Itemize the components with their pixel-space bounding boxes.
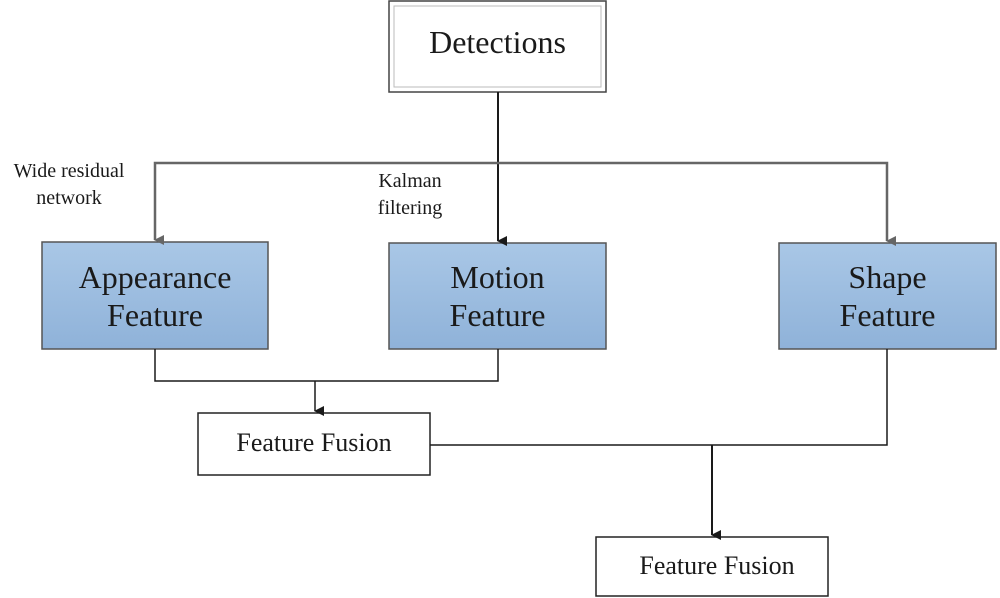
- motion-feature-box: [388, 242, 607, 350]
- wide-residual-annotation: Wide residual network: [0, 158, 138, 212]
- appearance-feature-box: [41, 241, 269, 350]
- detections-box: [388, 0, 607, 93]
- wide-residual-line1: Wide residual: [13, 160, 125, 182]
- edge-branch-to-appearance: [153, 161, 498, 245]
- feature-fusion-box-1: [197, 412, 431, 476]
- edge-branch-to-shape: [498, 161, 896, 246]
- wide-residual-line2: network: [36, 187, 102, 209]
- kalman-line2: filtering: [377, 197, 443, 219]
- kalman-line1: Kalman: [378, 170, 442, 192]
- edge-fusion1-shape-merge: [430, 349, 888, 446]
- shape-feature-box: [778, 242, 997, 350]
- feature-fusion-box-2: [595, 536, 829, 597]
- edge-appearance-to-fusion: [154, 349, 499, 382]
- kalman-annotation: Kalman filtering: [364, 168, 456, 222]
